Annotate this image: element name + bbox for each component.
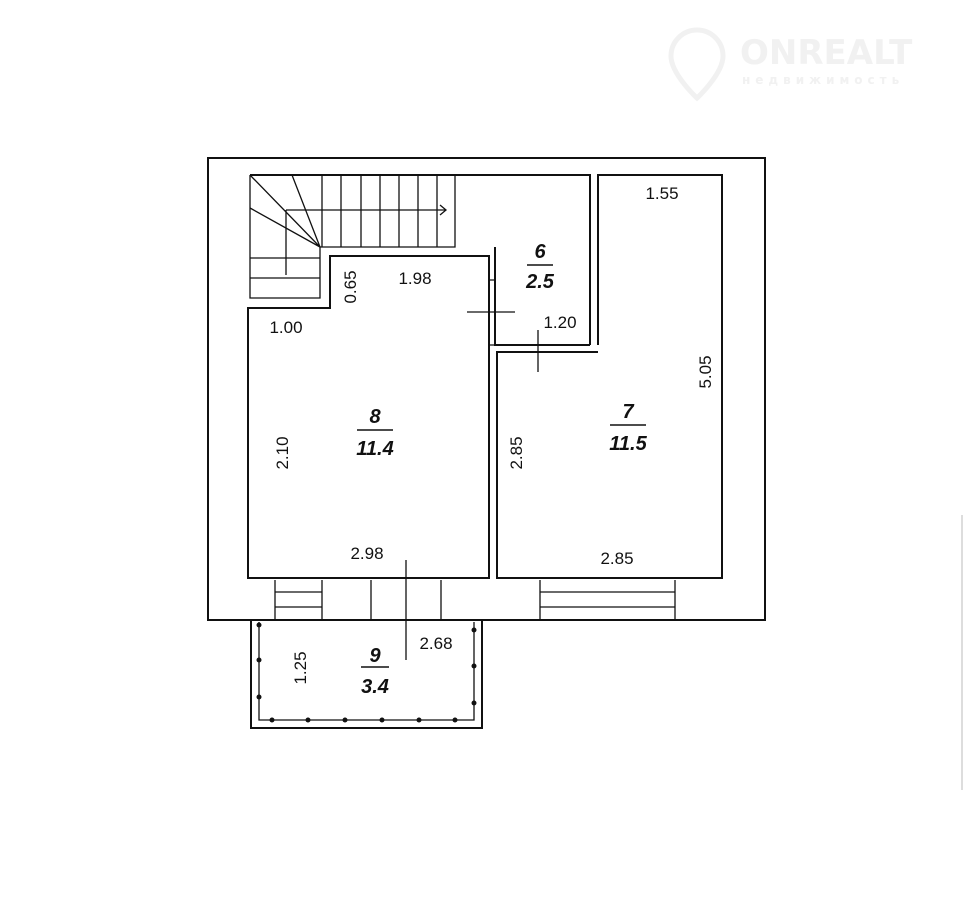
dim-room8-top: 1.98 (398, 269, 431, 288)
dim-room8-left: 2.10 (273, 436, 292, 469)
dim-balcony-top: 2.68 (419, 634, 452, 653)
dim-room7-right: 5.05 (696, 355, 715, 388)
svg-text:11.4: 11.4 (356, 438, 393, 460)
svg-text:2.5: 2.5 (525, 271, 555, 293)
dim-room6-bottom: 1.20 (543, 313, 576, 332)
svg-text:7: 7 (622, 401, 634, 423)
dim-balcony-left: 1.25 (291, 651, 310, 684)
dim-room7-left: 2.85 (507, 436, 526, 469)
balcony (250, 620, 483, 729)
room-9-label: 9 3.4 (361, 645, 389, 698)
watermark-brand: ONREALT (740, 33, 913, 73)
svg-text:11.5: 11.5 (609, 433, 647, 455)
room-8-walls (247, 255, 490, 579)
room-8-label: 8 11.4 (356, 406, 393, 460)
svg-text:6: 6 (534, 241, 546, 263)
dim-room7-bottom: 2.85 (600, 549, 633, 568)
watermark-subtitle: недвижимость (742, 73, 904, 87)
room-6-label: 6 2.5 (525, 241, 555, 293)
watermark-logo: ONREALT недвижимость (668, 27, 913, 102)
svg-text:9: 9 (369, 645, 381, 667)
dim-stair-offset: 0.65 (341, 270, 360, 303)
dim-room8-bottom: 2.98 (350, 544, 383, 563)
dim-room8-left-top: 1.00 (269, 318, 302, 337)
staircase (249, 174, 456, 299)
room-7-label: 7 11.5 (609, 401, 647, 455)
dim-room7-top: 1.55 (645, 184, 678, 203)
bottom-openings (274, 560, 676, 660)
svg-text:8: 8 (369, 406, 381, 428)
outer-walls (207, 157, 766, 621)
svg-text:3.4: 3.4 (361, 676, 389, 698)
